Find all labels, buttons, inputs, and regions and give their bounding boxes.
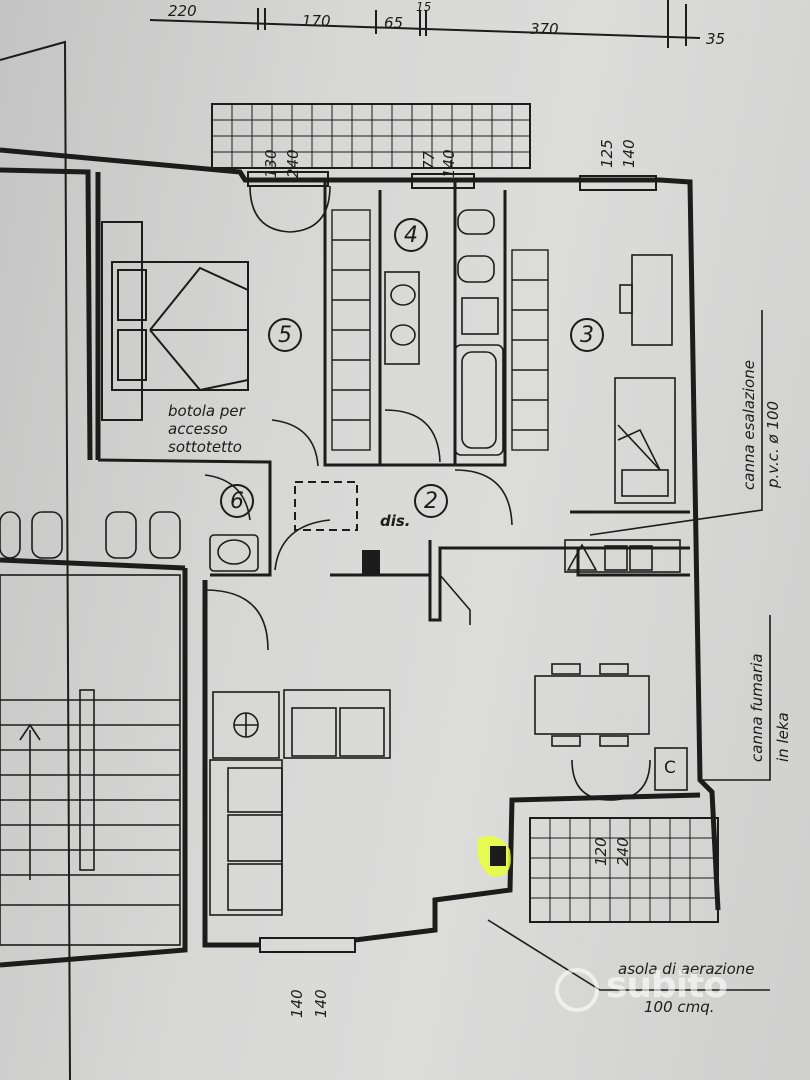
closet-c-label: C — [664, 758, 676, 778]
attic-hatch — [294, 481, 358, 531]
canna-esalazione-pvc: p.v.c. ø 100 — [764, 400, 782, 488]
watermark-logo-icon — [555, 968, 599, 1012]
dim-room3-window-140: 140 — [620, 139, 638, 168]
botola-label-line2: accesso — [168, 420, 228, 438]
room-number-6: 6 — [220, 484, 254, 518]
canna-fumaria-leka: in leka — [774, 712, 792, 762]
dim-220: 220 — [168, 2, 197, 20]
bathroom-fixtures — [384, 209, 504, 456]
dim-balcony-120: 120 — [592, 837, 610, 866]
column-symbol — [362, 550, 380, 576]
interior-walls — [97, 182, 690, 622]
top-balcony-grid — [212, 104, 530, 168]
leader-lines — [487, 310, 771, 991]
bathroom6-fixtures — [0, 511, 259, 572]
room-number-2: 2 — [414, 484, 448, 518]
dim-living-window-140b: 140 — [312, 989, 330, 1018]
dim-bedroom-window-130: 130 — [262, 149, 280, 178]
living-furniture — [209, 663, 688, 916]
watermark-text: subito — [606, 965, 728, 1006]
asola-area-label: 100 cmq. — [644, 998, 715, 1016]
small-steps — [439, 574, 471, 625]
page-edge — [0, 40, 71, 1080]
wardrobes — [331, 209, 549, 451]
room-number-5: 5 — [268, 318, 302, 352]
dim-living-window-140a: 140 — [288, 989, 306, 1018]
asola-label: asola di aerazione — [618, 960, 755, 978]
exterior-walls — [0, 147, 721, 968]
kitchen-counter — [564, 539, 681, 573]
botola-label-line3: sottotetto — [168, 438, 242, 456]
botola-label-line1: botola per — [168, 402, 245, 420]
staircase — [0, 574, 181, 946]
bottom-balcony — [529, 817, 719, 923]
room3-furniture — [614, 254, 676, 504]
dim-bath-window-140: 140 — [440, 149, 458, 178]
dim-bath-window-77: 77 — [420, 150, 438, 170]
dim-370: 370 — [530, 20, 559, 38]
windows — [247, 171, 657, 953]
dim-bedroom-window-240: 240 — [284, 149, 302, 178]
double-bed — [101, 221, 249, 421]
canna-esalazione-label: canna esalazione — [740, 360, 758, 490]
dim-35: 35 — [706, 30, 726, 48]
dim-170: 170 — [302, 12, 331, 30]
room-number-4: 4 — [394, 218, 428, 252]
dim-15: 15 — [416, 0, 432, 14]
dis-label: dis. — [380, 512, 411, 530]
room-number-3: 3 — [570, 318, 604, 352]
chimney-symbol — [490, 846, 506, 866]
canna-fumaria-label: canna fumaria — [748, 653, 766, 762]
dim-balcony-240: 240 — [614, 837, 632, 866]
dim-room3-window-125: 125 — [598, 139, 616, 168]
dim-65: 65 — [384, 14, 404, 32]
bottom-balcony-grid — [530, 818, 718, 922]
